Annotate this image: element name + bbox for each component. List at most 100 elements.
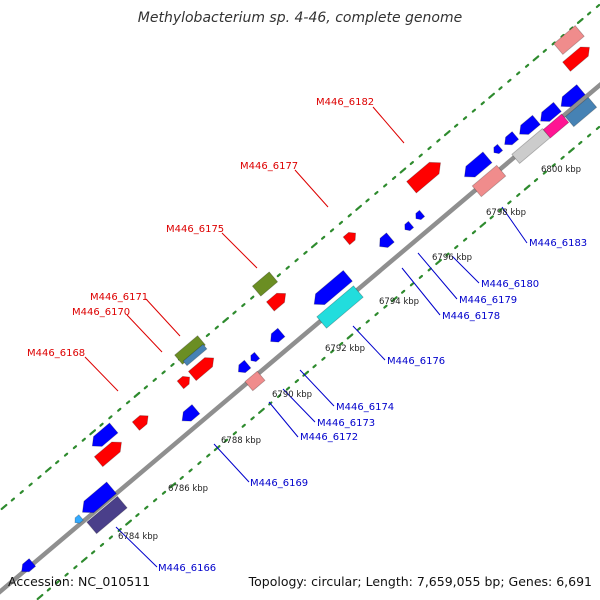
gene-feature bbox=[564, 96, 598, 128]
track-dot bbox=[294, 258, 299, 263]
track-dot bbox=[179, 475, 184, 480]
track-dot bbox=[170, 362, 175, 367]
gene-feature bbox=[86, 495, 128, 535]
callout-line bbox=[268, 401, 299, 438]
track-dot bbox=[36, 593, 44, 600]
track-dot bbox=[533, 178, 539, 183]
gene-feature bbox=[379, 232, 395, 248]
gene-feature bbox=[176, 375, 191, 390]
callout-line bbox=[417, 252, 458, 300]
track-dot bbox=[19, 490, 24, 495]
gene-feature bbox=[74, 514, 84, 524]
track-dot bbox=[338, 341, 344, 346]
track-dot bbox=[346, 333, 354, 340]
callout-line bbox=[501, 206, 528, 244]
track-dot bbox=[507, 200, 512, 205]
track-dot bbox=[276, 393, 282, 399]
track-dot bbox=[409, 161, 414, 166]
gene-label[interactable]: M446_6175 bbox=[166, 224, 224, 235]
track-dot bbox=[445, 252, 450, 257]
track-dot bbox=[188, 468, 193, 473]
gene-label[interactable]: M446_6179 bbox=[459, 295, 517, 306]
gene-label[interactable]: M446_6172 bbox=[300, 432, 358, 443]
track-dot bbox=[250, 295, 255, 300]
callout-line bbox=[213, 443, 250, 483]
track-dot bbox=[125, 400, 131, 405]
gene-feature bbox=[542, 113, 570, 139]
gene-label[interactable]: M446_6174 bbox=[336, 402, 394, 413]
track-dot bbox=[276, 273, 282, 278]
gene-feature bbox=[504, 131, 520, 146]
lower-track-dots bbox=[36, 125, 600, 600]
track-dot bbox=[409, 282, 415, 287]
track-dot bbox=[347, 213, 352, 218]
gene-label[interactable]: M446_6166 bbox=[158, 563, 216, 574]
track-dot bbox=[374, 312, 379, 317]
gene-label[interactable]: M446_6169 bbox=[250, 478, 308, 489]
gene-feature bbox=[237, 359, 252, 374]
track-dot bbox=[232, 431, 238, 436]
track-dot bbox=[595, 3, 600, 9]
track-dot bbox=[560, 33, 565, 38]
gene-label[interactable]: M446_6176 bbox=[387, 356, 445, 367]
track-dot bbox=[488, 92, 496, 99]
track-dot bbox=[391, 175, 397, 180]
track-dot bbox=[516, 71, 521, 76]
track-dot bbox=[462, 116, 468, 121]
track-dot bbox=[569, 26, 574, 31]
callout-line bbox=[294, 169, 329, 208]
track-dot bbox=[144, 505, 149, 510]
gene-feature bbox=[131, 415, 149, 431]
track-dot bbox=[365, 198, 370, 203]
track-dot bbox=[108, 535, 114, 540]
track-dot bbox=[169, 482, 177, 489]
track-dot bbox=[303, 250, 308, 255]
track-dot bbox=[125, 519, 132, 526]
gene-label[interactable]: M446_6168 bbox=[27, 348, 85, 359]
track-dot bbox=[99, 542, 105, 547]
gene-feature bbox=[562, 46, 590, 72]
gene-labels-top: M446_6168 M446_6170 M446_6171 M446_6175 … bbox=[27, 97, 374, 359]
track-dot bbox=[214, 325, 219, 330]
track-dot bbox=[10, 497, 16, 502]
track-dot bbox=[0, 503, 8, 511]
gene-label[interactable]: M446_6173 bbox=[317, 418, 375, 429]
track-dot bbox=[81, 437, 86, 442]
gene-feature bbox=[82, 481, 117, 514]
gene-label[interactable]: M446_6170 bbox=[72, 307, 130, 318]
track-dot bbox=[356, 326, 362, 332]
gene-label[interactable]: M446_6171 bbox=[90, 292, 148, 303]
callout-line bbox=[451, 255, 480, 284]
track-dot bbox=[64, 572, 69, 577]
gene-features bbox=[21, 25, 598, 573]
track-dot bbox=[223, 438, 229, 443]
track-dot bbox=[435, 258, 442, 266]
gene-label[interactable]: M446_6177 bbox=[240, 161, 298, 172]
track-dot bbox=[80, 556, 88, 563]
track-dot bbox=[55, 460, 60, 465]
gene-feature bbox=[471, 164, 507, 198]
track-dot bbox=[241, 303, 246, 308]
gene-feature bbox=[316, 285, 364, 329]
gene-label[interactable]: M446_6180 bbox=[481, 279, 539, 290]
gene-feature bbox=[21, 558, 37, 573]
gene-feature bbox=[174, 335, 206, 365]
track-dot bbox=[108, 415, 113, 420]
track-dot bbox=[320, 235, 326, 240]
gene-label[interactable]: M446_6182 bbox=[316, 97, 374, 108]
track-dot bbox=[285, 386, 291, 391]
track-dot bbox=[205, 333, 211, 338]
track-dot bbox=[241, 423, 246, 428]
callout-line bbox=[126, 314, 163, 353]
genome-summary-text: Topology: circular; Length: 7,659,055 bp… bbox=[248, 574, 592, 589]
callout-line bbox=[84, 356, 119, 392]
track-dot bbox=[232, 310, 237, 315]
gene-label[interactable]: M446_6183 bbox=[529, 238, 587, 249]
track-dot bbox=[576, 17, 584, 24]
accession-text: Accession: NC_010511 bbox=[8, 574, 150, 589]
gene-label[interactable]: M446_6178 bbox=[442, 311, 500, 322]
track-dot bbox=[73, 565, 78, 570]
track-dot bbox=[28, 482, 33, 487]
gene-labels-bottom: M446_6166 M446_6169 M446_6172 M446_6173 … bbox=[158, 238, 587, 574]
